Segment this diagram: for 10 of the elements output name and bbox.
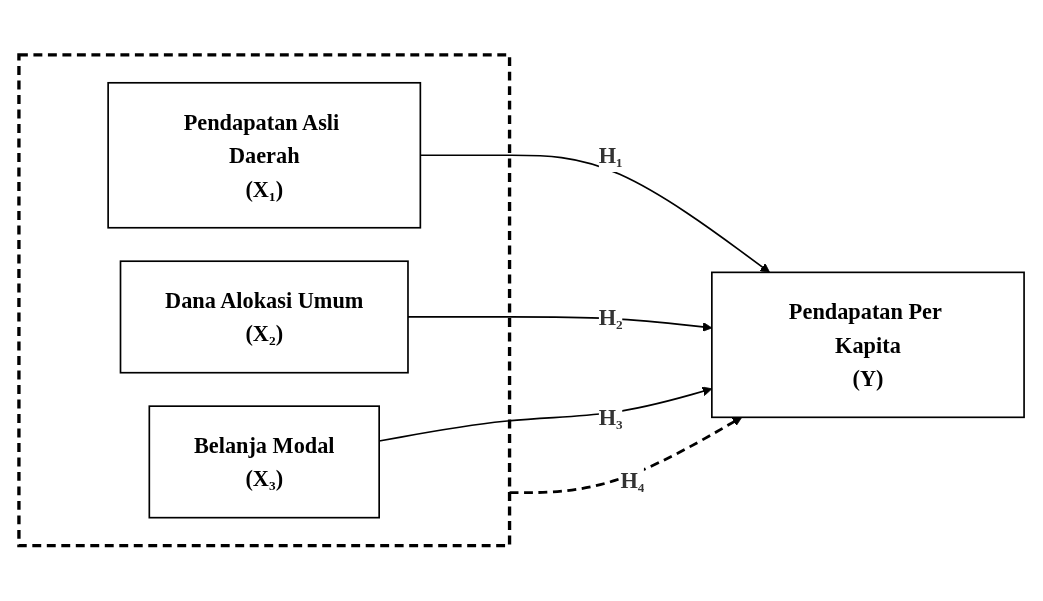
edge-label: H₃ <box>598 405 623 430</box>
edge-label: H₁ <box>598 143 623 168</box>
cluster <box>17 53 512 548</box>
edge-label: H₂ <box>598 304 623 330</box>
edge-label: H₄ <box>620 468 645 493</box>
node-box: Belanja Modal (X₃) <box>148 405 380 519</box>
node-box: Pendapatan Asli Daerah (X₁) <box>107 82 422 229</box>
node-box: Pendapatan Per Kapita (Y) <box>711 271 1025 419</box>
node-box: Dana Alokasi Umum (X₂) <box>119 260 409 374</box>
arrow <box>509 417 743 495</box>
